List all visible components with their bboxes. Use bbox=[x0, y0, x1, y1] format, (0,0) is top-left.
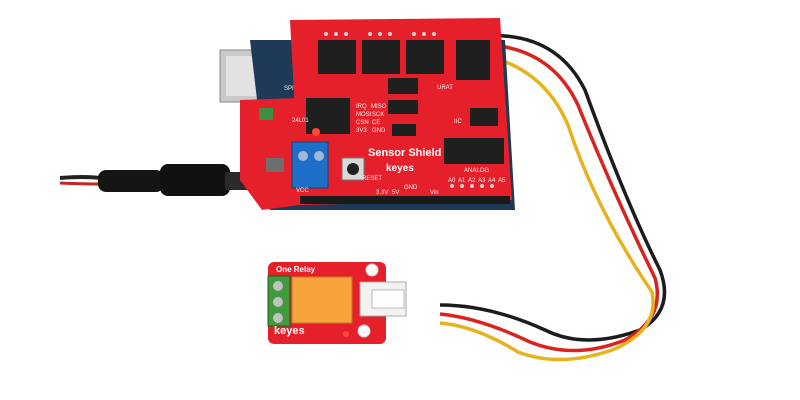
gnd-label: GND bbox=[404, 185, 418, 191]
pin-csn-label: CSN bbox=[356, 120, 369, 126]
red-wire bbox=[439, 42, 660, 353]
dc-power-cable bbox=[59, 164, 253, 196]
analog-a1-label: A1 bbox=[458, 178, 466, 184]
pin-irq-label: IRQ bbox=[356, 104, 367, 110]
relay-component bbox=[291, 276, 353, 324]
pin-gnd-label: GND bbox=[372, 128, 386, 134]
urat-label: URAT bbox=[437, 85, 453, 91]
num-2401-label: 24L01 bbox=[292, 118, 309, 124]
pin-mosi-label: MOSI bbox=[356, 112, 372, 118]
power-led bbox=[312, 128, 320, 136]
pin-miso-label: MISO bbox=[371, 104, 387, 110]
pin-ce-label: CE bbox=[372, 120, 381, 126]
pin-3v3-label: 3V3 bbox=[356, 128, 367, 134]
v5-label: 5V bbox=[392, 190, 400, 196]
shield-title: Sensor Shield bbox=[368, 147, 442, 159]
analog-label: ANALOG bbox=[464, 168, 490, 174]
sensor-shield-board bbox=[219, 18, 515, 210]
black-wire bbox=[439, 33, 667, 342]
analog-a4-label: A4 bbox=[488, 178, 496, 184]
reset-label: RESET bbox=[362, 176, 383, 182]
power-terminal-block bbox=[291, 141, 329, 189]
vin-label: Vin bbox=[430, 190, 439, 196]
shield-brand: keyes bbox=[386, 163, 414, 174]
pin-sck-label: SCK bbox=[372, 112, 385, 118]
v33-label: 3.3V bbox=[376, 190, 389, 196]
relay-brand: keyes bbox=[274, 325, 305, 337]
relay-module bbox=[267, 262, 407, 344]
analog-a2-label: A2 bbox=[468, 178, 476, 184]
vcc-label: VCC bbox=[296, 188, 309, 194]
iic-label: IIC bbox=[454, 119, 462, 125]
analog-a5-label: A5 bbox=[498, 178, 506, 184]
spi-label: SPI bbox=[284, 86, 294, 92]
yellow-wire bbox=[439, 50, 655, 362]
relay-title: One Relay bbox=[276, 265, 316, 274]
analog-a3-label: A3 bbox=[478, 178, 486, 184]
analog-a0-label: A0 bbox=[448, 178, 456, 184]
